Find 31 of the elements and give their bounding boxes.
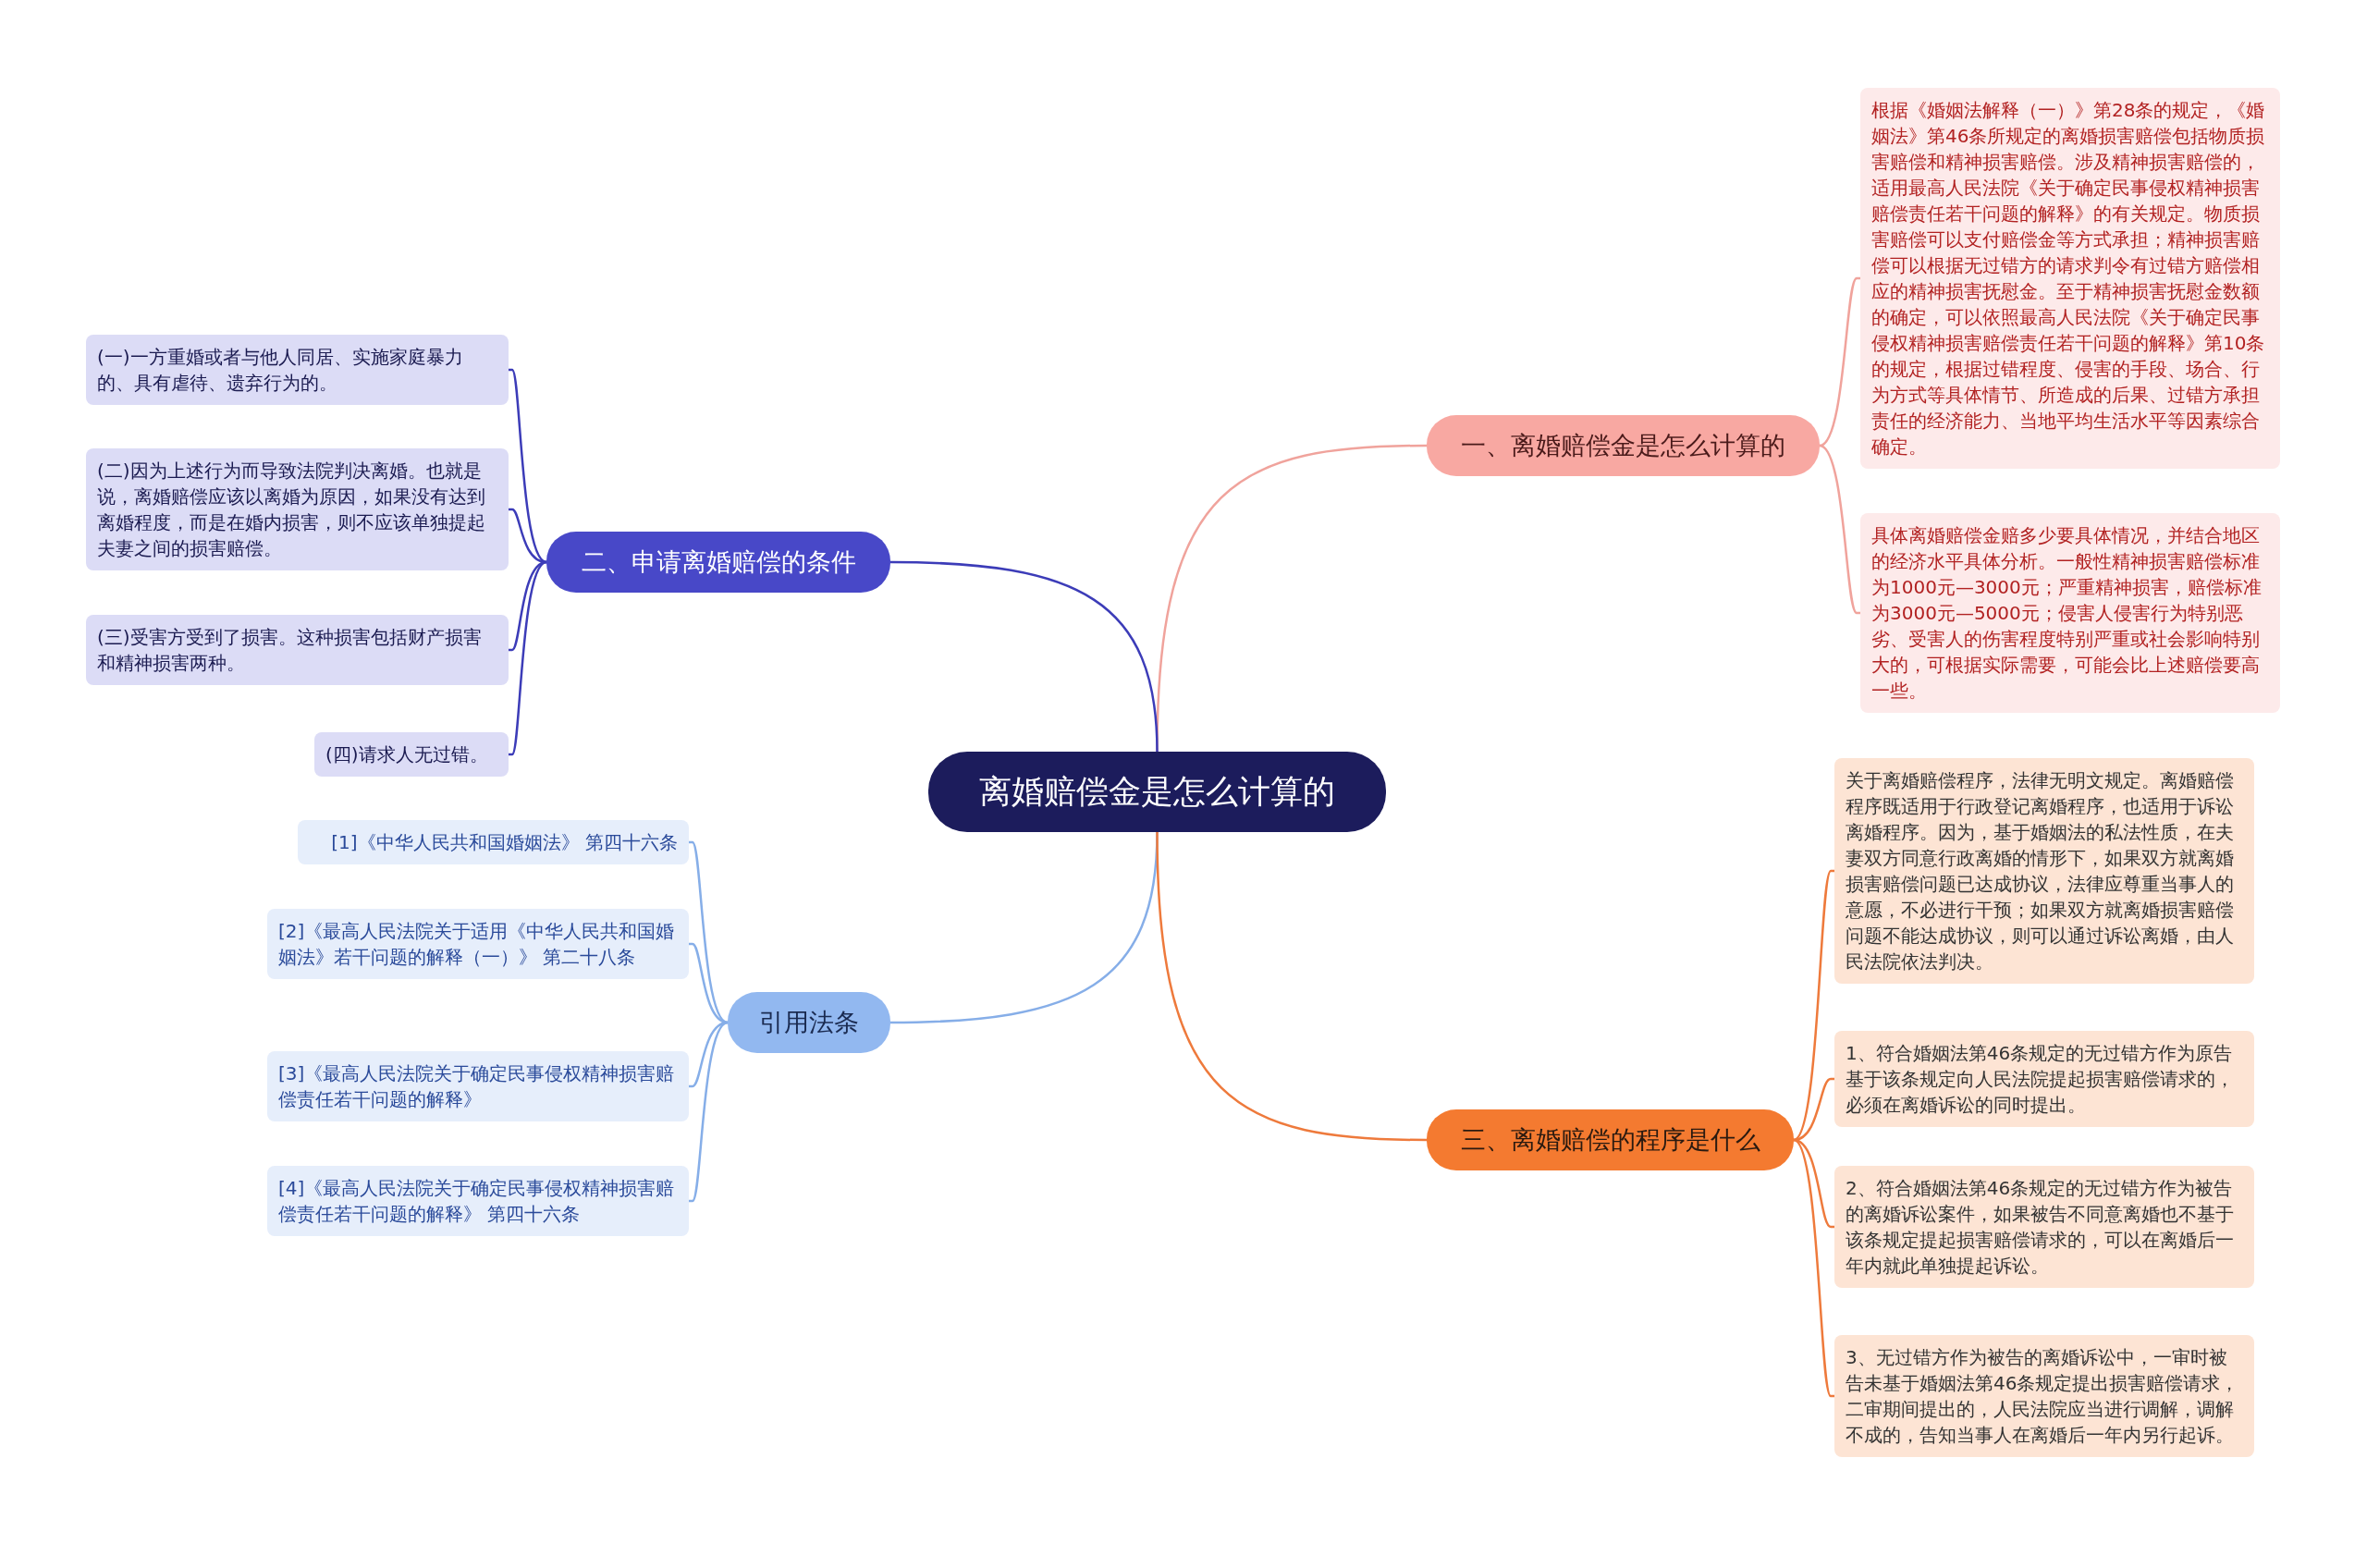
branch-topic: 引用法条 [728,992,890,1053]
branch-topic: 一、离婚赔偿金是怎么计算的 [1427,415,1820,476]
note-box: (二)因为上述行为而导致法院判决离婚。也就是说，离婚赔偿应该以离婚为原因，如果没有达到离婚程度，而是在婚内损害，则不应该单独提起夫妻之间的损害赔偿。 [86,448,509,570]
central-topic: 离婚赔偿金是怎么计算的 [928,752,1386,832]
connector [889,560,1159,753]
note-box: [1]《中华人民共和国婚姻法》 第四十六条 [298,820,689,864]
connector [689,942,729,1024]
branch-topic: 二、申请离婚赔偿的条件 [546,532,890,593]
note-box: 根据《婚姻法解释（一）》第28条的规定，《婚姻法》第46条所规定的离婚损害赔偿包括物质损害赔偿和精神损害赔偿。涉及精神损害赔偿的，适用最高人民法院《关于确定民事侵权精神损害赔偿责任若干问题的解释》的有关规定。物质损害赔偿可以支付赔偿金等方式承担；精神损害赔偿可以根据无过错方的请求判令有过错方赔偿相应的精神损害抚慰金。至于精神损害抚慰金数额的确定，可以依照最高人民法院《关于确定民事侵权精神损害赔偿责任若干问题的解释》第10条的规定，根据过错程度、侵害的手段、场合、行为方式等具体情节、所造成的后果、过错方承担责任的经济能力、当地平均生活水平等因素综合确定。 [1860,88,2280,469]
note-box: [4]《最高人民法院关于确定民事侵权精神损害赔偿责任若干问题的解释》 第四十六条 [267,1166,689,1236]
connector [509,508,547,564]
connector [1819,276,1860,447]
connector [1793,1077,1834,1142]
branch-topic: 三、离婚赔偿的程序是什么 [1427,1109,1794,1170]
connector [1819,444,1860,615]
note-box: [3]《最高人民法院关于确定民事侵权精神损害赔偿责任若干问题的解释》 [267,1051,689,1121]
note-box: (一)一方重婚或者与他人同居、实施家庭暴力的、具有虐待、遗弃行为的。 [86,335,509,405]
connector [509,560,547,756]
connector [1156,831,1428,1142]
connector [689,840,729,1024]
note-box: (四)请求人无过错。 [314,732,509,777]
note-box: 2、符合婚姻法第46条规定的无过错方作为被告的离婚诉讼案件，如果被告不同意离婚也不基于该条规定提起损害赔偿请求的，可以在离婚后一年内就此单独提起诉讼。 [1834,1166,2254,1288]
note-box: 3、无过错方作为被告的离婚诉讼中，一审时被告未基于婚姻法第46条规定提出损害赔偿请求，二审期间提出的，人民法院应当进行调解，调解不成的，告知当事人在离婚后一年内另行起诉。 [1834,1335,2254,1457]
note-box: 1、符合婚姻法第46条规定的无过错方作为原告基于该条规定向人民法院提起损害赔偿请求的，必须在离婚诉讼的同时提出。 [1834,1031,2254,1127]
connector [1793,1139,1834,1398]
note-box: 具体离婚赔偿金赔多少要具体情况，并结合地区的经济水平具体分析。一般性精神损害赔偿标准为1000元—3000元；严重精神损害，赔偿标准为3000元—5000元；侵害人侵害行为特别恶劣、受害人的伤害程度特别严重或社会影响特别大的，可根据实际需要，可能会比上述赔偿要高一些。 [1860,513,2280,713]
note-box: (三)受害方受到了损害。这种损害包括财产损害和精神损害两种。 [86,615,509,685]
connector [509,368,547,564]
note-box: 关于离婚赔偿程序，法律无明文规定。离婚赔偿程序既适用于行政登记离婚程序，也适用于诉讼离婚程序。因为，基于婚姻法的私法性质，在夫妻双方同意行政离婚的情形下，如果双方就离婚损害赔偿问题已达成协议，法律应尊重当事人的意愿，不必进行干预；如果双方就离婚损害赔偿问题不能达成协议，则可以通过诉讼离婚，由人民法院依法判决。 [1834,758,2254,984]
connector [689,1021,729,1203]
note-box: [2]《最高人民法院关于适用《中华人民共和国婚姻法》若干问题的解释（一）》 第二十八条 [267,909,689,979]
